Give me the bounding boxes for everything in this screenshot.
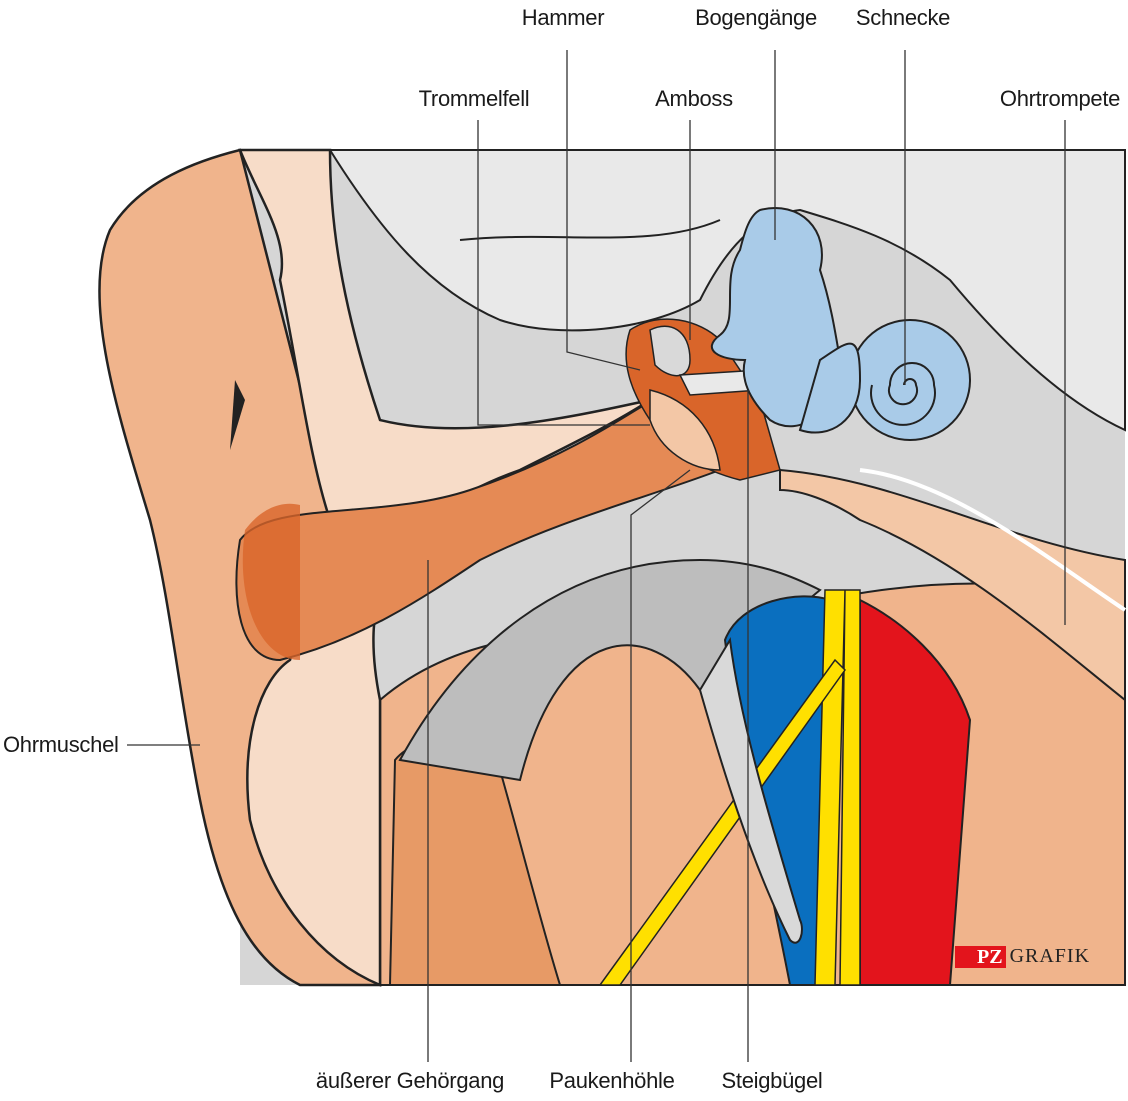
label-gehoergang: äußerer Gehörgang [315,1068,505,1093]
pz-grafik-logo: PZ GRAFIK [955,945,1090,968]
auricle-cartilage [238,148,651,987]
label-trommelfell: Trommelfell [418,86,530,111]
label-paukenhoehle: Paukenhöhle [549,1068,675,1093]
label-ohrtrompete: Ohrtrompete [999,86,1121,111]
label-steigbuegel: Steigbügel [721,1068,823,1093]
styloid-process [698,637,803,944]
bone-cavity [398,558,822,782]
hammer-bone [649,325,691,377]
leader-lines [127,50,1066,1062]
eardrum [649,389,721,471]
label-schnecke: Schnecke [855,5,951,30]
logo-pz: PZ [955,945,1006,968]
label-amboss: Amboss [655,86,733,111]
label-hammer: Hammer [521,5,605,30]
label-ohrmuschel: Ohrmuschel [3,732,119,757]
semicircular-canals [711,207,842,428]
label-bogengaenge: Bogengänge [695,5,817,30]
ear-canal [235,393,722,662]
artery [859,598,972,986]
eustachian-tube [779,468,1126,703]
logo-grafik: GRAFIK [1009,945,1091,967]
